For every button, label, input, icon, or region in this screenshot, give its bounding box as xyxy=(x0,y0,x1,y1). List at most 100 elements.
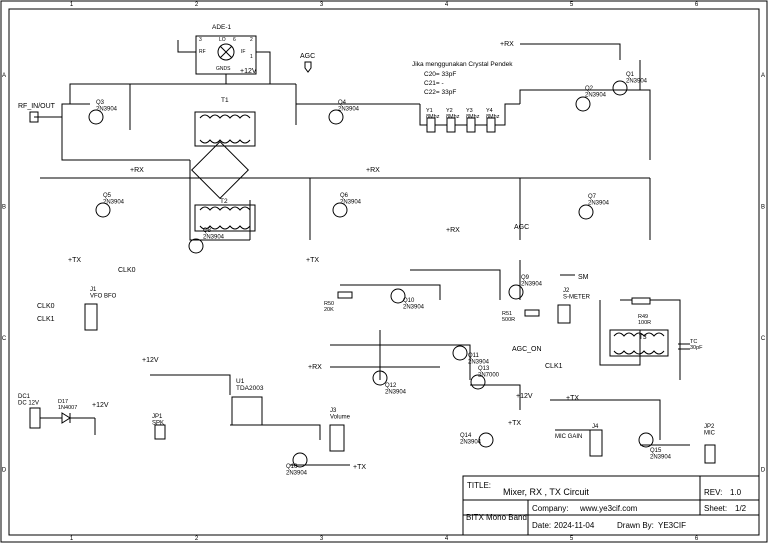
frame-col-3: 3 xyxy=(320,2,324,8)
mixer-pin-3: 3 xyxy=(199,37,202,43)
net-rx-top: +RX xyxy=(500,41,514,48)
drawn-label: Drawn By: xyxy=(617,521,654,530)
transistor-symbol xyxy=(478,432,494,448)
title-block: TITLE: Mixer, RX , TX Circuit REV: 1.0 C… xyxy=(462,475,760,536)
transistor-group xyxy=(88,80,654,468)
net-clk0-j1: CLK0 xyxy=(37,303,55,310)
mixer-gnds: GNDS xyxy=(216,66,231,72)
frame-col-5: 5 xyxy=(570,2,574,8)
project-name: BITX Mono Band xyxy=(466,513,527,522)
transistor-symbol xyxy=(508,284,524,300)
net-sm: SM xyxy=(578,274,589,281)
company-label: Company: xyxy=(532,504,568,513)
title-value: Mixer, RX , TX Circuit xyxy=(503,487,589,497)
date-value: 2024-11-04 xyxy=(554,521,595,530)
net-agc-on: AGC_ON xyxy=(512,346,542,353)
sheet-value: 1/2 xyxy=(735,504,747,513)
frame-row-D: D xyxy=(761,467,766,473)
t2-label: T2 xyxy=(220,198,228,205)
t1-label: T1 xyxy=(221,97,229,104)
mixer-ade1: ADE-1 3 RF LO 6 2 IF 1 GNDS xyxy=(195,24,257,75)
transistor-symbol xyxy=(292,452,308,468)
frame-row-C: C xyxy=(2,336,7,342)
frame-col-1: 1 xyxy=(70,536,74,542)
mixer-pin-if: IF xyxy=(241,49,245,55)
net-rx-mid: +RX xyxy=(446,227,460,234)
frame-col-1: 1 xyxy=(70,2,74,8)
frame-row-A: A xyxy=(761,73,765,79)
transistor-symbol xyxy=(328,109,344,125)
transistor-symbol xyxy=(332,202,348,218)
transistor-symbol xyxy=(638,432,654,448)
net-labels: RF_IN/OUT AGC AGC +RX +RX +RX +RX +RX +1… xyxy=(18,41,589,471)
transistor-symbol xyxy=(88,109,104,125)
transformer-t1: T1 xyxy=(194,97,256,147)
frame-col-2: 2 xyxy=(195,2,199,8)
crystal-note-c20: C20= 33pF xyxy=(424,71,456,78)
mixer-pin-1: 1 xyxy=(250,54,253,60)
net-tx-j3: +TX xyxy=(353,464,366,471)
net-tx-mid: +TX xyxy=(306,257,319,264)
diode-ring xyxy=(191,141,249,199)
net-rx-audio: +RX xyxy=(308,364,322,371)
crystal-note-c21: C21= - xyxy=(424,80,444,87)
net-12v-audio: +12V xyxy=(142,357,159,364)
title-label: TITLE: xyxy=(467,481,491,490)
wires xyxy=(30,40,690,466)
rev-value: 1.0 xyxy=(730,488,742,497)
frame-row-D: D xyxy=(2,467,7,473)
crystal-note: Jika menggunakan Crystal Pendek C20= 33p… xyxy=(412,61,513,96)
frame-col-5: 5 xyxy=(570,536,574,542)
mixer-ref: ADE-1 xyxy=(212,24,232,31)
net-clk1-j1: CLK1 xyxy=(37,316,55,323)
net-12v-supply: +12V xyxy=(92,402,109,409)
transistor-symbol xyxy=(612,80,628,96)
sheet-label: Sheet: xyxy=(704,504,727,513)
frame-row-C: C xyxy=(761,336,766,342)
t3-label: T3 xyxy=(639,334,647,341)
mixer-pin-rf: RF xyxy=(199,49,206,55)
frame-col-6: 6 xyxy=(695,536,699,542)
frame-row-B: B xyxy=(761,204,765,210)
frame-row-A: A xyxy=(2,73,6,79)
transistor-symbol xyxy=(452,345,468,361)
mixer-pin-6: 6 xyxy=(233,37,236,43)
net-rf-in-out: RF_IN/OUT xyxy=(18,103,56,110)
net-12v-top: +12V xyxy=(240,68,257,75)
frame-row-B: B xyxy=(2,204,6,210)
net-tx-bottom: +TX xyxy=(566,395,579,402)
date-label: Date: xyxy=(532,521,551,530)
frame-col-4: 4 xyxy=(445,2,449,8)
net-12v-bottom: +12V xyxy=(516,393,533,400)
transistor-symbol xyxy=(470,374,486,390)
